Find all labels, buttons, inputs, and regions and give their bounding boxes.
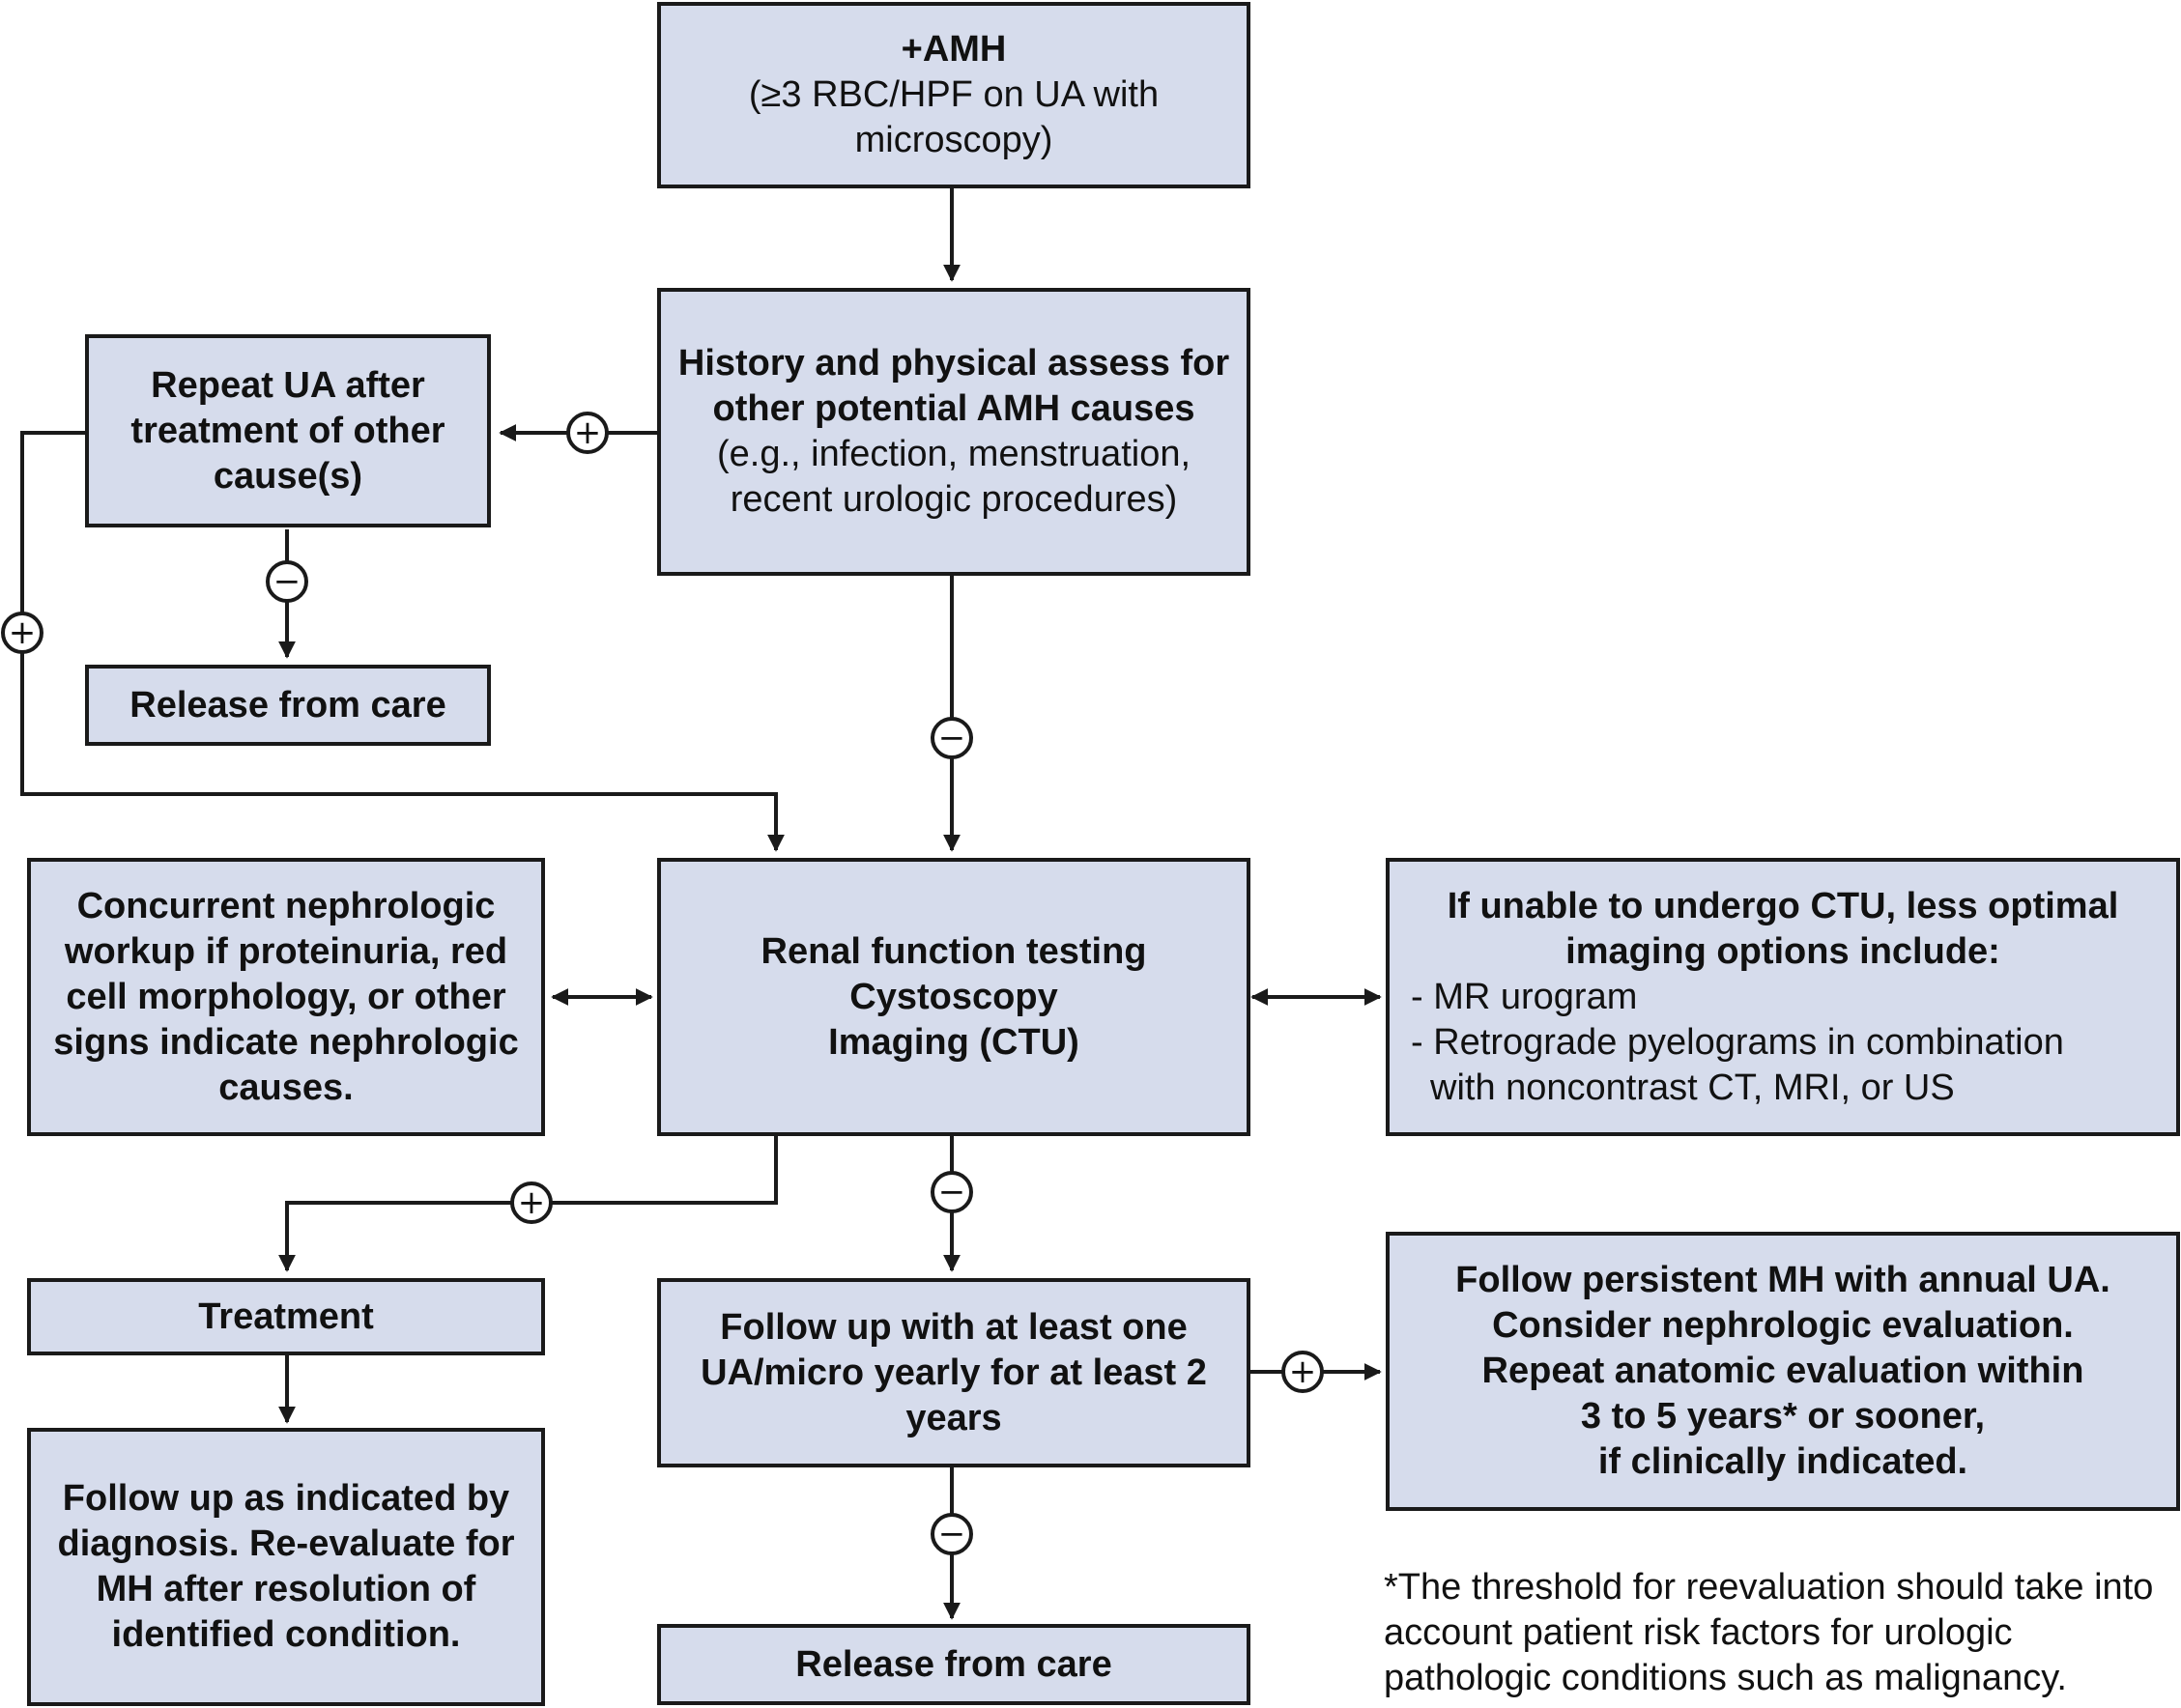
plus-node-renal-treatment: + (510, 1181, 553, 1224)
treatment-box: Treatment (27, 1278, 545, 1355)
nephro-title: Concurrent nephrologic workup if protein… (53, 885, 519, 1108)
plus-node-history-repeat: + (566, 412, 609, 454)
persistent-line-5: if clinically indicated. (1597, 1441, 1968, 1482)
renal-line-2: Cystoscopy (849, 976, 1058, 1017)
amh-detail: (≥3 RBC/HPF on UA with microscopy) (748, 74, 1160, 160)
history-box: History and physical assess for other po… (657, 288, 1250, 576)
renal-box: Renal function testing Cystoscopy Imagin… (657, 858, 1250, 1136)
minus-node-repeat-release: − (266, 560, 308, 603)
minus-node-followup-release: − (931, 1513, 973, 1555)
arrow-repeat-ua-to-renal (20, 431, 785, 852)
repeat-ua-title: Repeat UA after treatment of other cause… (130, 364, 445, 497)
footnote-text: *The threshold for reevaluation should t… (1384, 1567, 2154, 1698)
plus-node-repeat-renal: + (1, 612, 43, 654)
renal-line-1: Renal function testing (760, 930, 1147, 972)
persistent-line-4: 3 to 5 years* or sooner, (1580, 1396, 1986, 1437)
ctu-alt-box: If unable to undergo CTU, less optimal i… (1386, 858, 2180, 1136)
followup-dx-box: Follow up as indicated by diagnosis. Re-… (27, 1428, 545, 1706)
release-top-title: Release from care (129, 684, 446, 726)
treatment-title: Treatment (198, 1295, 374, 1337)
ctu-alt-item-noncontrast: with noncontrast CT, MRI, or US (1430, 1067, 1955, 1108)
ctu-alt-item-retrograde: - Retrograde pyelograms in combination (1411, 1021, 2064, 1063)
minus-node-history-renal: − (931, 717, 973, 759)
amh-title: +AMH (901, 29, 1007, 70)
persistent-line-3: Repeat anatomic evaluation within (1481, 1351, 2084, 1391)
persistent-line-2: Consider nephrologic evaluation. (1492, 1305, 2074, 1346)
release-bottom-box: Release from care (657, 1624, 1250, 1705)
persistent-box: Follow persistent MH with annual UA. Con… (1386, 1232, 2180, 1511)
repeat-ua-box: Repeat UA after treatment of other cause… (85, 334, 491, 527)
ctu-alt-title: If unable to undergo CTU, less optimal i… (1447, 885, 2119, 972)
minus-node-renal-followup: − (931, 1171, 973, 1213)
followup-ua-box: Follow up with at least one UA/micro yea… (657, 1278, 1250, 1467)
plus-node-followup-persistent: + (1281, 1351, 1324, 1393)
history-title: History and physical assess for other po… (677, 343, 1230, 429)
release-bottom-title: Release from care (795, 1643, 1112, 1685)
release-top-box: Release from care (85, 665, 491, 746)
amh-box: +AMH (≥3 RBC/HPF on UA with microscopy) (657, 2, 1250, 188)
ctu-alt-item-mr: - MR urogram (1411, 976, 1638, 1017)
followup-dx-title: Follow up as indicated by diagnosis. Re-… (57, 1478, 515, 1655)
persistent-line-1: Follow persistent MH with annual UA. (1455, 1260, 2110, 1300)
history-detail: (e.g., infection, menstruation, recent u… (716, 434, 1191, 520)
followup-ua-title: Follow up with at least one UA/micro yea… (701, 1306, 1207, 1438)
nephro-box: Concurrent nephrologic workup if protein… (27, 858, 545, 1136)
renal-line-3: Imaging (CTU) (828, 1021, 1079, 1063)
